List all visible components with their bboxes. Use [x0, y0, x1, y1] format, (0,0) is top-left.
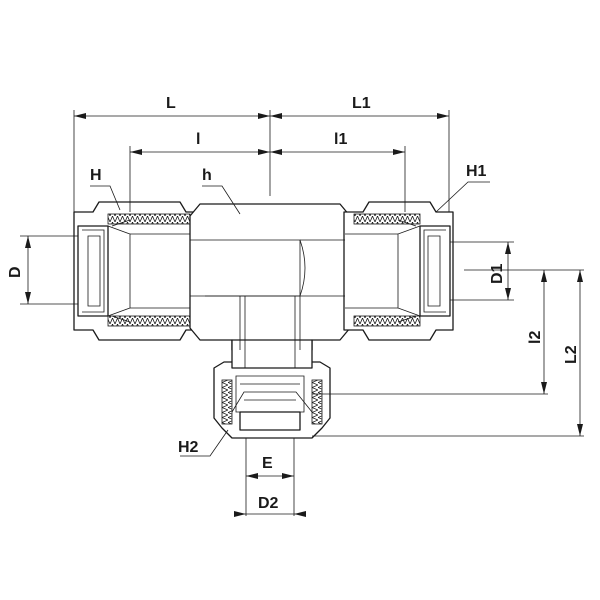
right-port — [345, 213, 451, 327]
label-H: H — [90, 167, 102, 184]
bottom-port — [221, 375, 323, 431]
label-l2: l2 — [527, 331, 544, 344]
label-D2: D2 — [258, 495, 279, 512]
bottom-tube-end — [239, 411, 301, 431]
label-l: l — [196, 131, 200, 148]
label-h: h — [202, 167, 212, 184]
label-L: L — [166, 95, 176, 112]
main-body — [189, 203, 351, 351]
label-H1: H1 — [466, 163, 487, 180]
label-L1: L1 — [352, 95, 371, 112]
leader-lines — [90, 181, 490, 457]
right-tube-end — [419, 225, 451, 317]
dimension-labels: L L1 l l1 H h H1 D D1 l2 L2 H2 E D2 — [7, 95, 580, 512]
label-D: D — [7, 266, 24, 278]
label-H2: H2 — [178, 439, 199, 456]
dimension-lines — [25, 113, 583, 517]
left-tube-end — [77, 225, 109, 317]
label-E: E — [262, 455, 273, 472]
label-L2: L2 — [563, 345, 580, 364]
label-l1: l1 — [334, 131, 347, 148]
extension-lines — [20, 110, 584, 516]
left-port — [77, 213, 191, 327]
internal-bore — [190, 239, 345, 368]
label-D1: D1 — [489, 263, 506, 284]
